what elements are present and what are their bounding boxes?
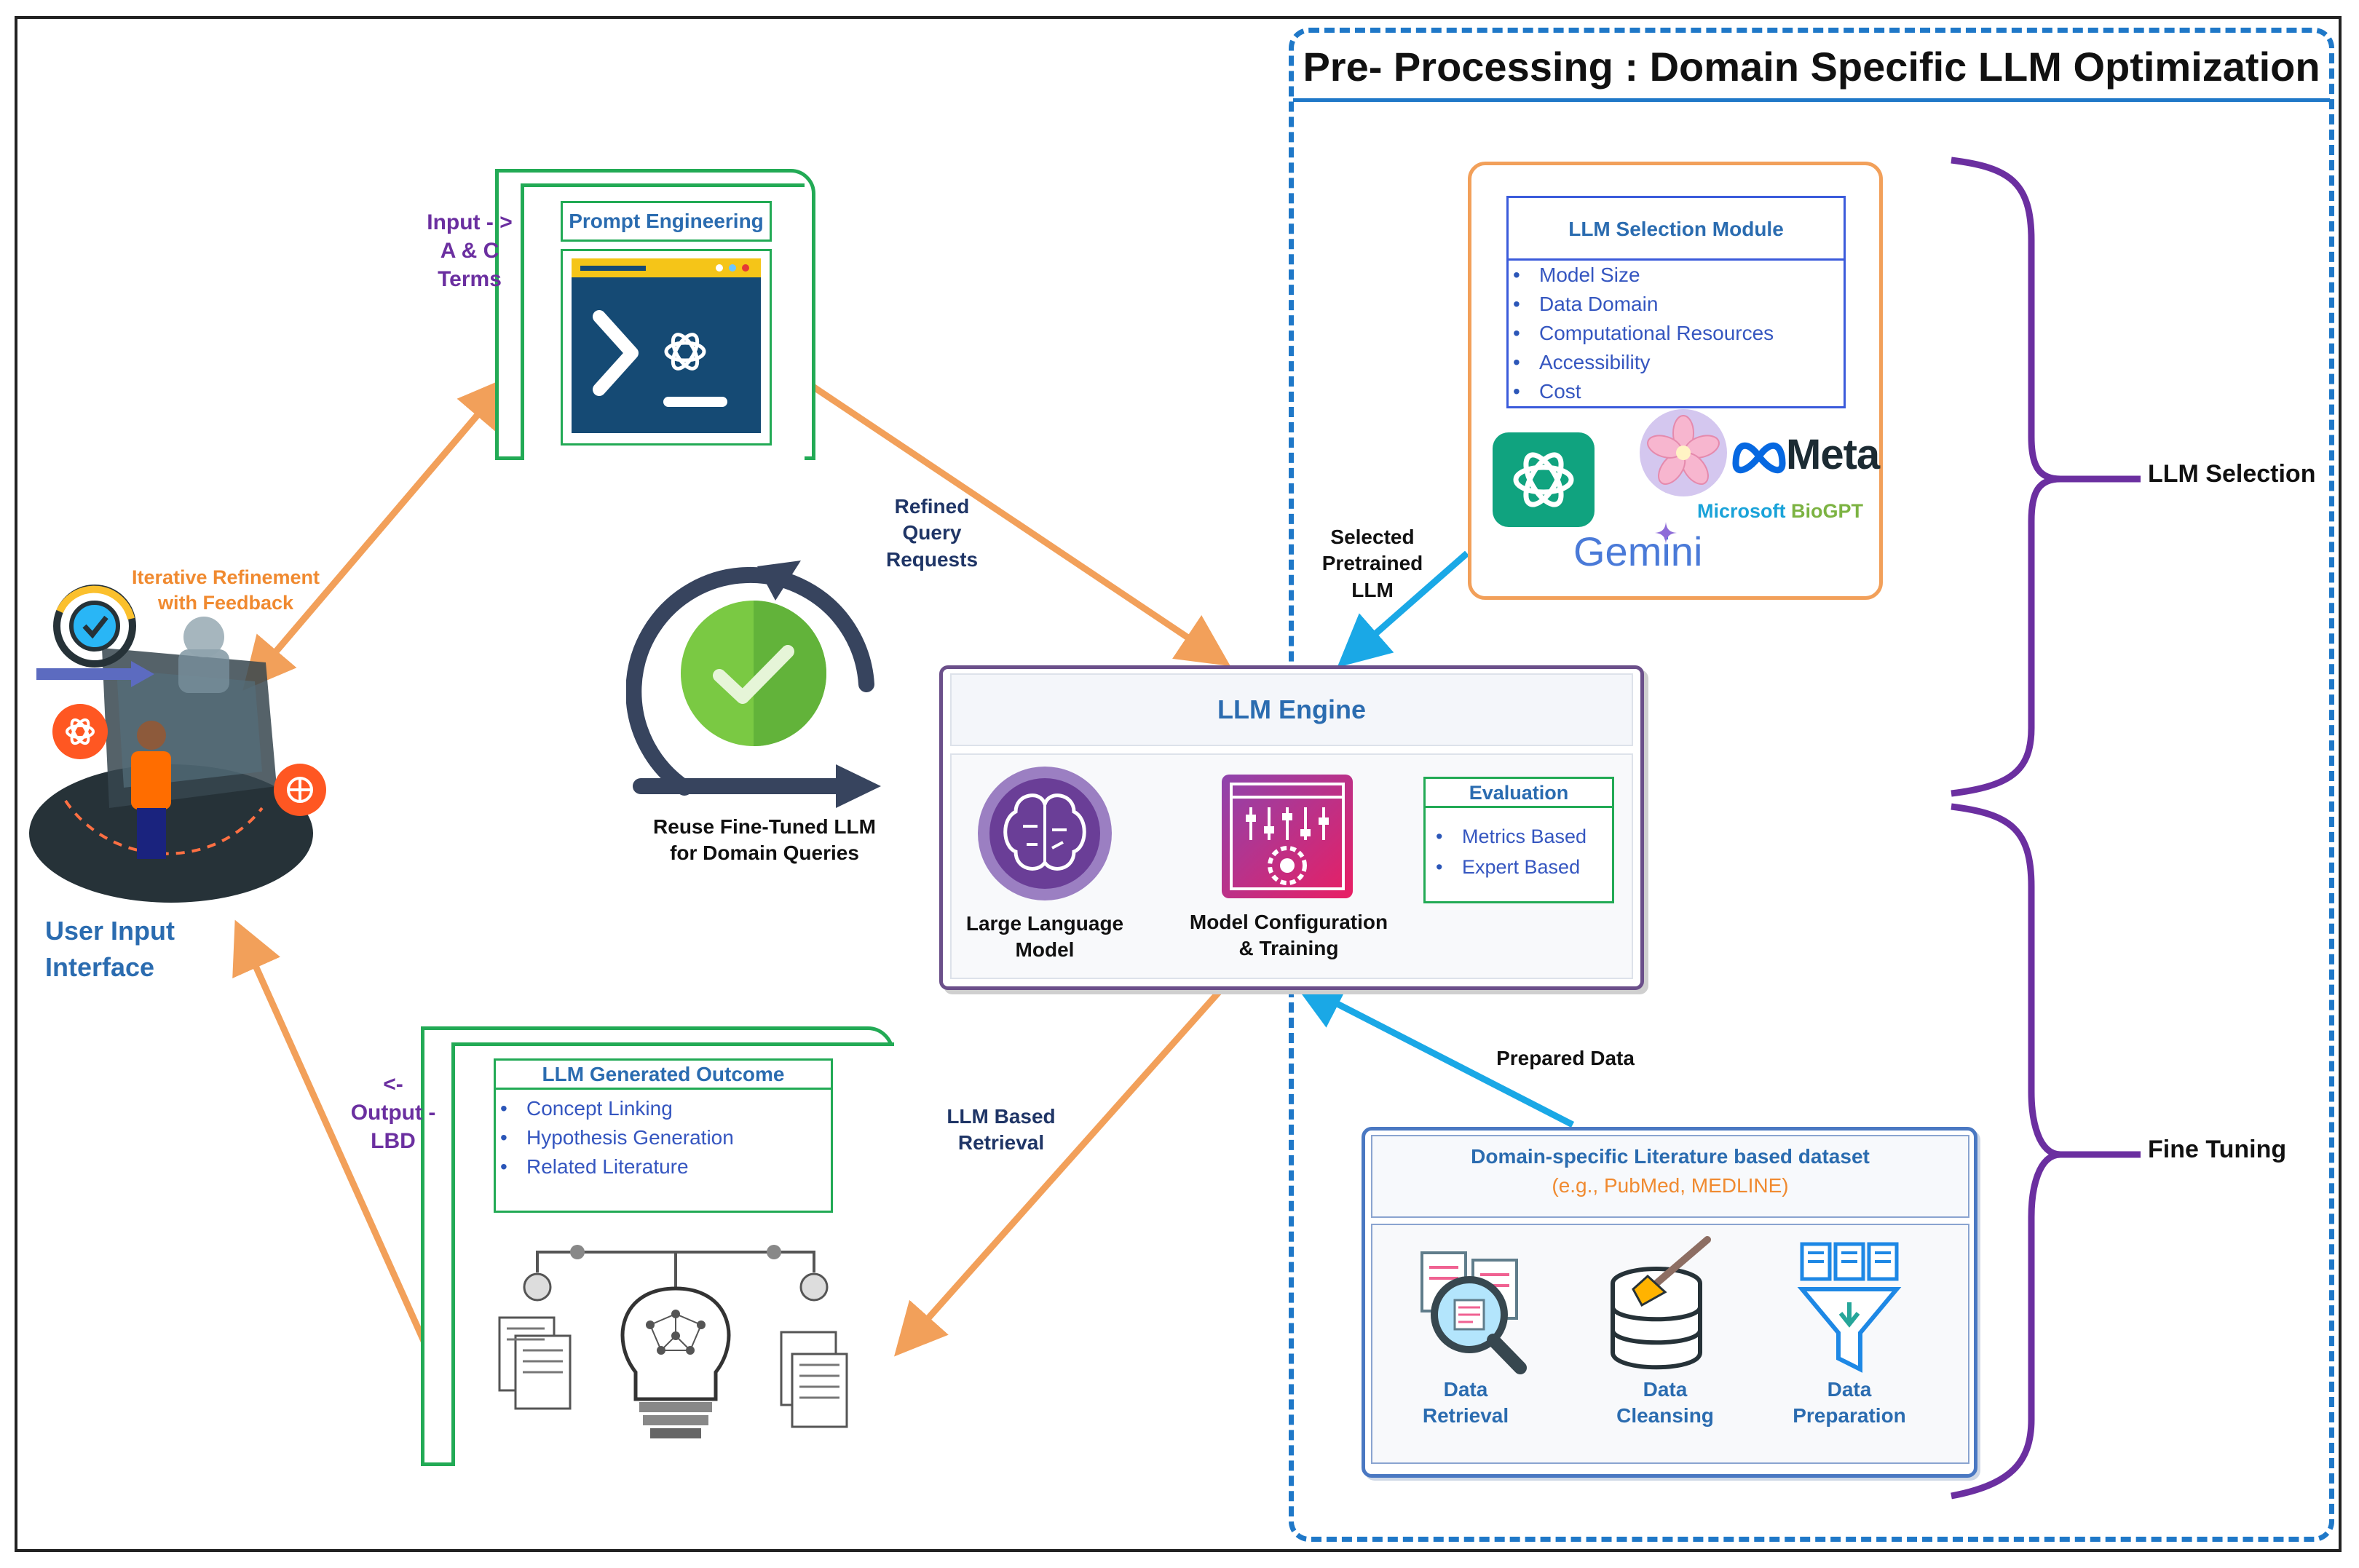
llm-label: Large Language Model [965, 912, 1124, 962]
arrow-outcome-to-ui [232, 919, 433, 1355]
prompt-engineering-card: Prompt Engineering [495, 169, 815, 460]
meta-logo-text: Meta [1786, 431, 1880, 478]
selection-criterion: Model Size [1513, 261, 1844, 290]
data-retrieval-label: Data Retrieval [1422, 1378, 1509, 1428]
evaluation-box: Evaluation Metrics Based Expert Based [1423, 777, 1614, 903]
terminal-chatgpt-icon [572, 258, 761, 433]
selected-pretrained-label: Selected Pretrained LLM [1321, 526, 1423, 601]
diagram-frame [15, 16, 2342, 1552]
selection-criterion: Accessibility [1513, 348, 1844, 377]
selection-criterion: Cost [1513, 377, 1844, 406]
prepared-data-label: Prepared Data [1496, 1047, 1635, 1069]
llm-selection-card: LLM Selection Module Model Size Data Dom… [1468, 162, 1883, 600]
dataset-subtitle: (e.g., PubMed, MEDLINE) [1552, 1174, 1789, 1197]
refined-query-label: Refined Query Requests [885, 495, 979, 571]
biogpt-logo-text: Microsoft BioGPT [1697, 500, 1864, 522]
llm-engine-title: LLM Engine [950, 673, 1633, 746]
fine-tuning-brace-label: Fine Tuning [2148, 1136, 2287, 1163]
outcome-item: Hypothesis Generation [500, 1123, 831, 1152]
dataset-card: Domain-specific Literature based dataset… [1362, 1127, 1977, 1478]
gemini-sparkle-icon [1655, 522, 1677, 544]
user-interface-illustration [29, 585, 326, 903]
gemini-logo-text: Gemini [1573, 528, 1703, 574]
brace-llm-selection [1951, 157, 2141, 797]
data-cleansing-label: Data Cleansing [1616, 1378, 1714, 1428]
llm-retrieval-label: LLM Based Retrieval [947, 1105, 1056, 1155]
funnel-icon [1797, 1242, 1902, 1373]
chatgpt-logo-icon [1493, 432, 1595, 527]
brain-icon [978, 767, 1112, 900]
data-preparation-label: Data Preparation [1793, 1378, 1906, 1428]
model-configuration-icon [1222, 775, 1353, 898]
iterative-refinement-label: Iterative Refinement with Feedback [131, 566, 320, 614]
evaluation-item: Expert Based [1436, 852, 1612, 882]
llm-engine-card: LLM Engine Large Language Model Model Co… [939, 665, 1644, 990]
reuse-cycle-icon [626, 561, 881, 808]
llm-selection-brace-label: LLM Selection [2148, 460, 2316, 488]
selection-criterion: Data Domain [1513, 290, 1844, 319]
lightbulb-network-icon [498, 1245, 848, 1438]
llm-selection-title: LLM Selection Module [1509, 198, 1844, 261]
selection-criterion: Computational Resources [1513, 319, 1844, 348]
arrow-engine-to-outcome [894, 977, 1233, 1357]
biogpt-flower-icon [1640, 409, 1727, 496]
meta-logo-icon [1732, 442, 1786, 474]
preprocessing-title: Pre- Processing : Domain Specific LLM Op… [1293, 32, 2330, 102]
outcome-item: Concept Linking [500, 1094, 831, 1123]
arrow-dataset-to-engine [1291, 980, 1575, 1128]
dataset-title: Domain-specific Literature based dataset [1471, 1145, 1870, 1168]
brace-fine-tuning [1951, 803, 2141, 1500]
database-brush-icon [1611, 1236, 1711, 1370]
arrow-prompt-to-ui [242, 384, 505, 691]
outcome-title: LLM Generated Outcome [496, 1061, 831, 1090]
arrow-selection-to-engine [1337, 550, 1469, 668]
user-interface-label: User Input Interface [45, 916, 175, 983]
prompt-engineering-title: Prompt Engineering [561, 201, 772, 242]
arrow-prompt-to-engine [810, 383, 1230, 667]
llm-outcome-card: LLM Generated Outcome Concept Linking Hy… [421, 1026, 894, 1466]
config-label: Model Configuration & Training [1189, 911, 1388, 960]
reuse-label: Reuse Fine-Tuned LLM for Domain Queries [653, 815, 876, 865]
evaluation-item: Metrics Based [1436, 821, 1612, 852]
input-terms-label: Input - > A & C Terms [427, 210, 513, 291]
magnifier-documents-icon [1420, 1251, 1527, 1374]
outcome-item: Related Literature [500, 1152, 831, 1181]
evaluation-title: Evaluation [1426, 779, 1612, 808]
output-lbd-label: <- Output - LBD [350, 1072, 436, 1153]
